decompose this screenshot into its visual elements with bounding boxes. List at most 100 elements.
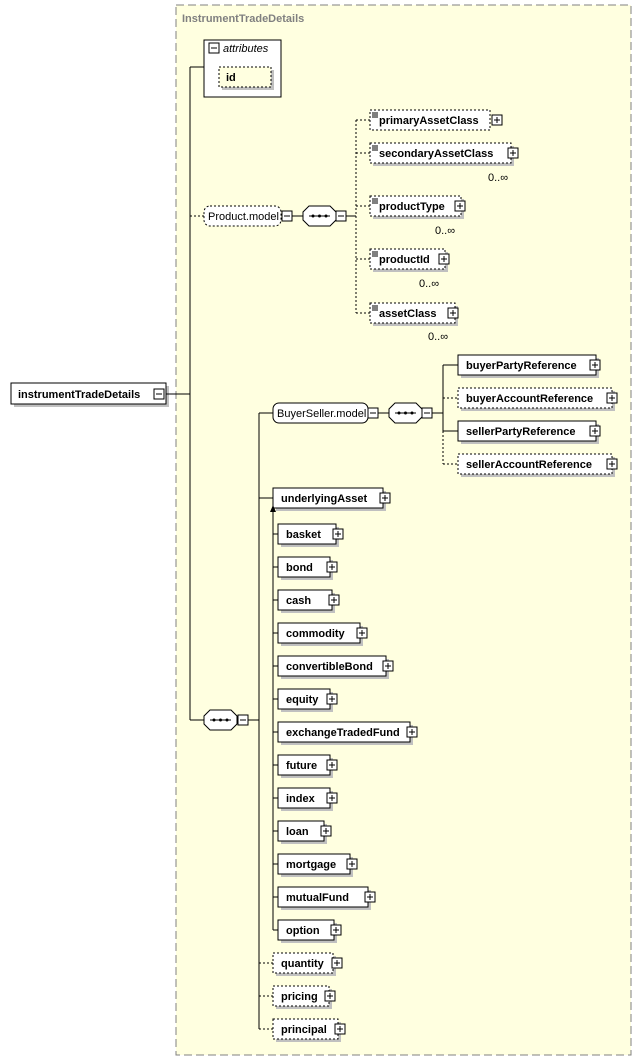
element-label: underlyingAsset bbox=[281, 493, 368, 505]
element-label: sellerPartyReference bbox=[466, 426, 575, 438]
element-productId[interactable]: productId 0..∞ bbox=[369, 248, 450, 290]
element-underlyingAsset[interactable]: underlyingAsset bbox=[272, 487, 391, 511]
element-future[interactable]: future bbox=[273, 754, 338, 778]
expand-icon[interactable] bbox=[320, 825, 332, 837]
collapse-icon[interactable] bbox=[367, 407, 379, 419]
element-bond[interactable]: bond bbox=[273, 556, 338, 580]
element-label: loan bbox=[286, 826, 309, 838]
element-sellerPartyReference[interactable]: sellerPartyReference bbox=[457, 420, 601, 444]
occurrence-label: 0..∞ bbox=[419, 278, 439, 290]
element-label: sellerAccountReference bbox=[466, 459, 592, 471]
element-primaryAssetClass[interactable]: primaryAssetClass bbox=[369, 109, 503, 131]
expand-icon[interactable] bbox=[454, 200, 466, 212]
element-label: bond bbox=[286, 562, 313, 574]
root-element[interactable]: instrumentTradeDetails bbox=[10, 382, 169, 407]
element-productType[interactable]: productType 0..∞ bbox=[369, 195, 466, 237]
main-sequence-compositor[interactable] bbox=[203, 709, 249, 731]
element-label: commodity bbox=[286, 628, 346, 640]
element-label: primaryAssetClass bbox=[379, 115, 479, 127]
element-convertibleBond[interactable]: convertibleBond bbox=[273, 655, 394, 679]
expand-icon[interactable] bbox=[606, 392, 618, 404]
collapse-icon[interactable] bbox=[421, 407, 433, 419]
element-assetClass[interactable]: assetClass 0..∞ bbox=[369, 302, 459, 343]
element-label: principal bbox=[281, 1024, 327, 1036]
occurrence-label: 0..∞ bbox=[435, 225, 455, 237]
expand-icon[interactable] bbox=[334, 1023, 346, 1035]
expand-icon[interactable] bbox=[491, 114, 503, 126]
element-buyerPartyReference[interactable]: buyerPartyReference bbox=[457, 354, 601, 378]
element-label: option bbox=[286, 925, 320, 937]
occurrence-label: 0..∞ bbox=[488, 172, 508, 184]
element-label: cash bbox=[286, 595, 311, 607]
collapse-icon[interactable] bbox=[281, 210, 293, 222]
element-option[interactable]: option bbox=[273, 919, 342, 943]
collapse-icon[interactable] bbox=[208, 42, 220, 54]
element-label: buyerPartyReference bbox=[466, 360, 577, 372]
expand-icon[interactable] bbox=[331, 957, 343, 969]
product-model-group[interactable]: Product.model bbox=[203, 205, 293, 227]
attribute-id-label: id bbox=[226, 72, 236, 84]
expand-icon[interactable] bbox=[589, 425, 601, 437]
complex-type-title: InstrumentTradeDetails bbox=[182, 13, 304, 25]
expand-icon[interactable] bbox=[328, 594, 340, 606]
expand-icon[interactable] bbox=[326, 693, 338, 705]
element-quantity[interactable]: quantity bbox=[272, 952, 343, 976]
expand-icon[interactable] bbox=[382, 660, 394, 672]
element-label: future bbox=[286, 760, 317, 772]
element-pricing[interactable]: pricing bbox=[272, 985, 336, 1009]
expand-icon[interactable] bbox=[356, 627, 368, 639]
expand-icon[interactable] bbox=[606, 458, 618, 470]
element-label: mortgage bbox=[286, 859, 336, 871]
element-commodity[interactable]: commodity bbox=[273, 622, 368, 646]
element-label: pricing bbox=[281, 991, 318, 1003]
expand-icon[interactable] bbox=[438, 253, 450, 265]
element-label: index bbox=[286, 793, 316, 805]
element-label: productType bbox=[379, 201, 445, 213]
element-buyerAccountReference[interactable]: buyerAccountReference bbox=[457, 387, 618, 411]
element-equity[interactable]: equity bbox=[273, 688, 338, 712]
expand-icon[interactable] bbox=[326, 561, 338, 573]
attributes-label: attributes bbox=[223, 43, 269, 55]
element-label: quantity bbox=[281, 958, 325, 970]
collapse-icon[interactable] bbox=[237, 714, 249, 726]
element-index[interactable]: index bbox=[273, 787, 338, 811]
occurrence-label: 0..∞ bbox=[428, 331, 448, 343]
buyer-seller-model-label: BuyerSeller.model bbox=[277, 408, 366, 420]
expand-icon[interactable] bbox=[330, 924, 342, 936]
expand-icon[interactable] bbox=[364, 891, 376, 903]
expand-icon[interactable] bbox=[326, 759, 338, 771]
product-sequence-compositor[interactable] bbox=[302, 205, 347, 227]
collapse-icon[interactable] bbox=[153, 388, 165, 400]
element-label: productId bbox=[379, 254, 430, 266]
element-label: assetClass bbox=[379, 308, 437, 320]
expand-icon[interactable] bbox=[332, 528, 344, 540]
expand-icon[interactable] bbox=[589, 359, 601, 371]
expand-icon[interactable] bbox=[379, 492, 391, 504]
element-label: buyerAccountReference bbox=[466, 393, 593, 405]
expand-icon[interactable] bbox=[324, 990, 336, 1002]
element-basket[interactable]: basket bbox=[273, 523, 344, 547]
expand-icon[interactable] bbox=[346, 858, 358, 870]
element-principal[interactable]: principal bbox=[272, 1018, 346, 1042]
element-label: convertibleBond bbox=[286, 661, 373, 673]
element-sellerAccountReference[interactable]: sellerAccountReference bbox=[457, 453, 618, 477]
buyer-seller-model-group[interactable]: BuyerSeller.model bbox=[272, 402, 379, 424]
expand-icon[interactable] bbox=[406, 726, 418, 738]
element-secondaryAssetClass[interactable]: secondaryAssetClass 0..∞ bbox=[369, 142, 519, 184]
expand-icon[interactable] bbox=[447, 307, 459, 319]
buyer-seller-sequence-compositor[interactable] bbox=[388, 402, 433, 424]
element-loan[interactable]: loan bbox=[273, 820, 332, 844]
element-mutualFund[interactable]: mutualFund bbox=[273, 886, 376, 910]
product-model-label: Product.model bbox=[208, 211, 279, 223]
attribute-id[interactable] bbox=[218, 66, 272, 88]
root-element-label: instrumentTradeDetails bbox=[18, 389, 140, 401]
element-label: mutualFund bbox=[286, 892, 349, 904]
element-cash[interactable]: cash bbox=[273, 589, 340, 613]
element-mortgage[interactable]: mortgage bbox=[273, 853, 358, 877]
expand-icon[interactable] bbox=[326, 792, 338, 804]
expand-icon[interactable] bbox=[507, 147, 519, 159]
complex-type-box bbox=[175, 4, 632, 1056]
collapse-icon[interactable] bbox=[335, 210, 347, 222]
element-exchangeTradedFund[interactable]: exchangeTradedFund bbox=[273, 721, 418, 745]
